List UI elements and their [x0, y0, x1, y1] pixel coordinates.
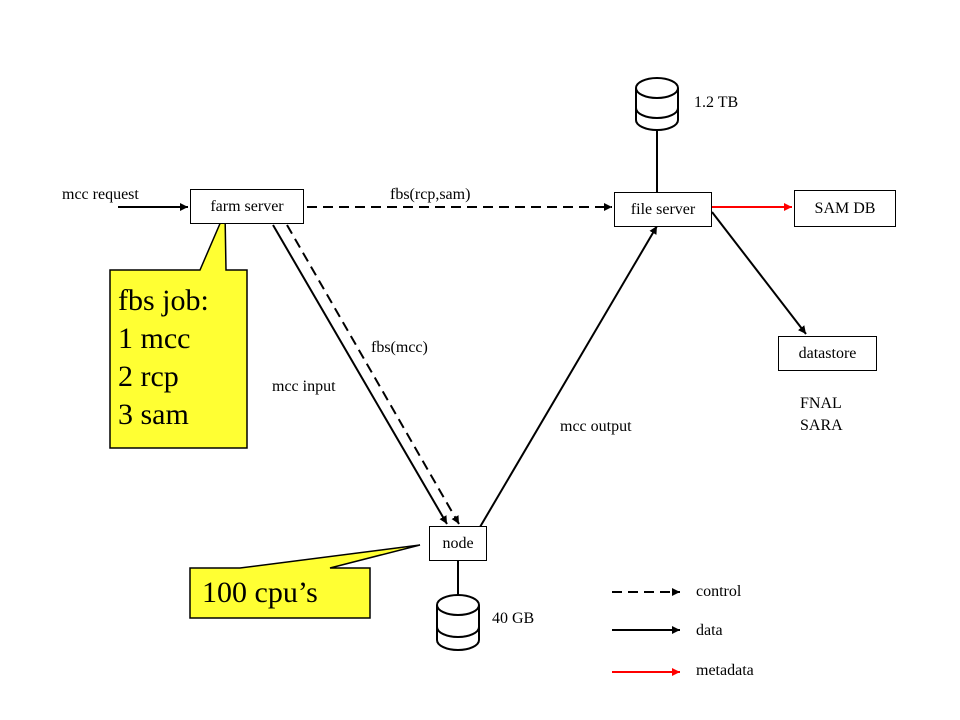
cpus-callout-text: 100 cpu’s: [202, 576, 318, 609]
node-disk-icon: [436, 594, 480, 651]
file-server-disk-label: 1.2 TB: [694, 94, 739, 111]
legend-data-label: data: [696, 622, 723, 639]
fbs-job-step-mcc: 1 mcc: [118, 322, 191, 355]
datastore-site-fnal: FNAL: [800, 395, 842, 412]
cpus-callout: [189, 544, 421, 619]
fbs-job-callout: [109, 211, 248, 449]
sam-db-box: SAM DB: [794, 190, 896, 227]
datastore-box: datastore: [778, 336, 877, 371]
fbs-job-title: fbs job:: [118, 284, 209, 317]
datastore-site-sara: SARA: [800, 417, 843, 434]
file-server-to-datastore-arrow: [711, 211, 807, 335]
legend-control-label: control: [696, 583, 742, 600]
mcc-request-label: mcc request: [62, 186, 139, 203]
farm-server-box: farm server: [190, 189, 304, 224]
mcc-input-label: mcc input: [272, 378, 336, 395]
fbs-mcc-label: fbs(mcc): [371, 339, 428, 356]
fbs-mcc-arrow: [286, 224, 460, 525]
file-server-box: file server: [614, 192, 712, 227]
fbs-rcp-sam-label: fbs(rcp,sam): [390, 186, 471, 203]
mcc-output-arrow: [479, 225, 658, 528]
legend-metadata-label: metadata: [696, 662, 754, 679]
node-box: node: [429, 526, 487, 561]
fbs-job-step-rcp: 2 rcp: [118, 360, 179, 393]
mcc-input-arrow: [272, 224, 448, 525]
file-server-disk-icon: [635, 77, 679, 131]
mcc-output-label: mcc output: [560, 418, 632, 435]
fbs-job-callout-text: fbs job: 1 mcc 2 rcp 3 sam: [118, 282, 209, 434]
fbs-job-step-sam: 3 sam: [118, 398, 189, 431]
node-disk-label: 40 GB: [492, 610, 535, 627]
